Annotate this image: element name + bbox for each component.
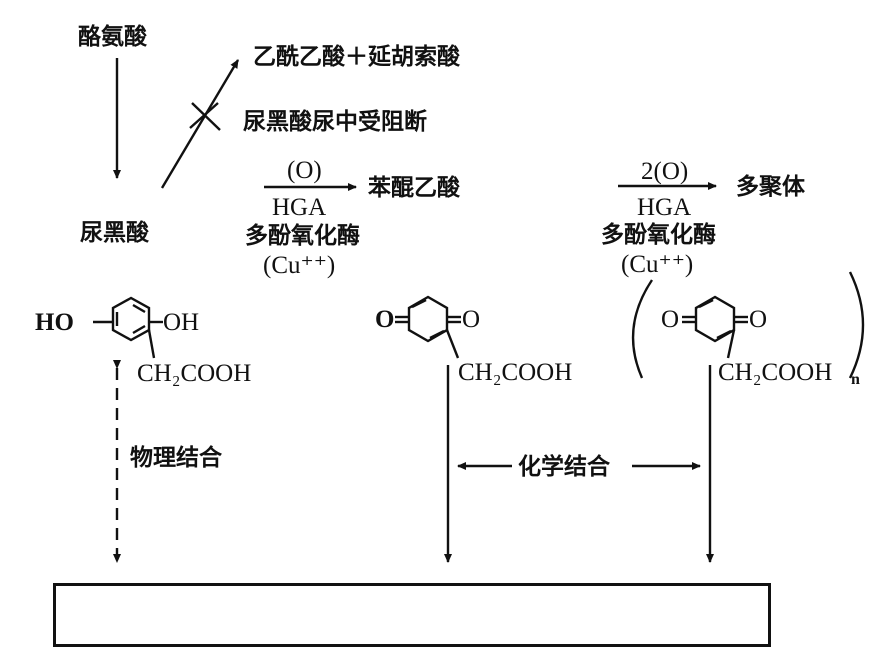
label-benzoquinone-acetic-acid: 苯醌乙酸 — [368, 175, 460, 201]
block-cross-1 — [191, 102, 221, 131]
label-physical-binding: 物理结合 — [130, 445, 222, 471]
label-oxidant-1: (O) — [287, 157, 322, 184]
hga-oh-group: OH — [163, 309, 200, 336]
binding-surface-box — [53, 583, 771, 647]
polymer-bracket-right — [848, 271, 865, 379]
polymer-bracket-left — [631, 279, 653, 379]
label-oxidant-2: 2(O) — [641, 158, 689, 185]
hga-ring — [93, 296, 163, 359]
quinone-2-side-chain: CH₂COOH — [718, 359, 833, 386]
label-products: 乙酰乙酸＋延胡索酸 — [253, 44, 460, 70]
label-enzyme-2-name: 多酚氧化酶 — [601, 222, 716, 248]
label-homogentisic-acid: 尿黑酸 — [80, 220, 149, 246]
hga-side-chain: CH₂COOH — [137, 360, 252, 387]
quinone-1-oxygen-right: O — [462, 306, 481, 333]
label-cofactor-1: (Cu⁺⁺) — [263, 252, 336, 279]
label-enzyme-1-name: 多酚氧化酶 — [245, 223, 360, 249]
polymer-subscript-n: n — [851, 371, 860, 388]
label-enzyme-1-abbr: HGA — [272, 194, 327, 221]
quinone-2-oxygen-left: O — [661, 306, 680, 333]
block-cross-2 — [189, 102, 219, 129]
label-cofactor-2: (Cu⁺⁺) — [621, 251, 694, 278]
label-tyrosine: 酪氨酸 — [78, 24, 147, 50]
label-blocked: 尿黑酸尿中受阻断 — [243, 109, 427, 135]
quinone-1-oxygen-left: O — [375, 306, 395, 333]
quinone-ring-1 — [395, 295, 461, 359]
quinone-ring-2 — [682, 295, 748, 359]
label-enzyme-2-abbr: HGA — [637, 194, 692, 221]
hga-ho-group: HO — [35, 309, 74, 336]
arrow-blocked — [160, 59, 240, 189]
label-polymer: 多聚体 — [736, 174, 805, 200]
label-chemical-binding: 化学结合 — [518, 454, 610, 480]
quinone-2-oxygen-right: O — [749, 306, 768, 333]
quinone-1-side-chain: CH₂COOH — [458, 359, 573, 386]
